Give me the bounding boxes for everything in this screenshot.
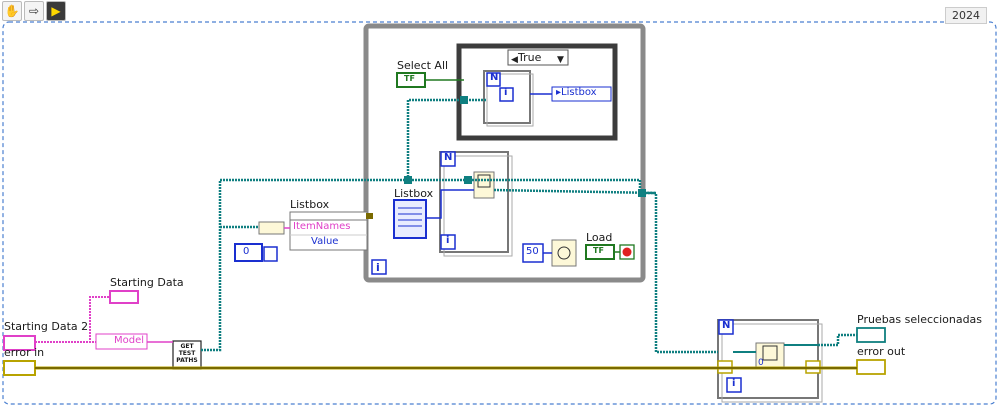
listbox-control-label: Listbox: [394, 187, 434, 200]
listbox-ref-label: ▸Listbox: [556, 87, 597, 98]
middle-i-terminal: [440, 234, 456, 250]
middle-n-label: N: [444, 152, 453, 163]
case-structure[interactable]: [456, 43, 618, 141]
while-loop-i-text: i: [376, 261, 380, 274]
case-selector-left-icon: ◀: [511, 55, 518, 65]
run-arrow-icon[interactable]: ▶: [46, 1, 66, 21]
wire-index-out: [493, 188, 657, 195]
error-in-label: error in: [4, 346, 45, 359]
listbox-control-terminal[interactable]: [393, 199, 427, 239]
inner-n-terminal: [486, 72, 501, 87]
value-property[interactable]: Value: [311, 236, 339, 247]
listbox-property-node[interactable]: [289, 211, 368, 251]
toolbar: ✋ ⇨ ▶: [2, 1, 66, 21]
empty-array-constant[interactable]: [263, 246, 278, 262]
tunnel-2: [638, 189, 646, 197]
clock-icon: [557, 246, 571, 260]
tunnel-1: [404, 176, 412, 184]
case-selector[interactable]: [507, 49, 569, 66]
error-in-terminal[interactable]: [3, 360, 36, 376]
wait-node[interactable]: [551, 239, 577, 267]
diagram-boundary: [2, 21, 997, 405]
load-tf: TF: [593, 246, 604, 255]
right-i-terminal: [726, 377, 742, 393]
middle-i-label: i: [446, 235, 450, 246]
stop-icon: [622, 247, 632, 257]
model-label[interactable]: Model: [114, 335, 145, 346]
inner-n-label: N: [490, 72, 499, 83]
right-index-zero: 0: [758, 358, 764, 368]
index-array-node[interactable]: [473, 171, 495, 199]
case-selector-value: True: [518, 51, 542, 64]
inner-for-loop-shadow: [486, 73, 534, 127]
inner-i-terminal: [499, 87, 514, 102]
wire-paths-main: [201, 178, 718, 354]
string-to-array-node[interactable]: [258, 221, 285, 235]
starting-data-terminal[interactable]: [109, 290, 139, 304]
middle-for-loop[interactable]: [439, 151, 509, 253]
select-all-tf: TF: [404, 74, 415, 83]
right-index-icon: [762, 345, 778, 361]
wire-into-case: [406, 98, 487, 180]
starting-data-2-label: Starting Data 2: [4, 320, 89, 333]
tunnel-3: [460, 96, 468, 104]
zero-constant-value: 0: [243, 246, 250, 257]
right-i-label: i: [732, 378, 736, 389]
get-test-paths-subvi[interactable]: [172, 340, 202, 370]
middle-n-terminal: [440, 151, 456, 167]
select-all-label: Select All: [397, 59, 449, 72]
zero-constant[interactable]: [234, 243, 263, 262]
load-label: Load: [586, 231, 613, 244]
right-n-terminal: [718, 319, 734, 335]
hand-icon[interactable]: ✋: [2, 1, 22, 21]
case-selector-right-icon: ▼: [557, 55, 564, 65]
pruebas-label: Pruebas seleccionadas: [857, 313, 983, 326]
right-n-label: N: [722, 320, 731, 331]
error-out-terminal[interactable]: [856, 359, 886, 375]
error-out-label: error out: [857, 345, 906, 358]
item-names-property[interactable]: ItemNames: [293, 221, 351, 232]
wire-pruebas-out: [818, 333, 857, 347]
get-test-paths-label: GET TEST PATHS: [176, 343, 198, 364]
starting-data-label: Starting Data: [110, 276, 184, 289]
middle-for-loop-shadow: [443, 155, 513, 257]
arrow-right-icon[interactable]: ⇨: [24, 1, 44, 21]
wait-ms-value: 50: [526, 246, 539, 257]
inner-i-label: i: [504, 87, 508, 98]
listbox-node-label: Listbox: [290, 198, 330, 211]
while-loop-i-terminal: [371, 259, 387, 275]
while-loop[interactable]: [363, 23, 646, 283]
tunnel-4: [464, 176, 472, 184]
right-index-node[interactable]: [755, 342, 785, 370]
year-label: 2024: [945, 7, 987, 24]
wire-listbox-index: [426, 189, 474, 219]
pruebas-terminal[interactable]: [856, 327, 886, 343]
